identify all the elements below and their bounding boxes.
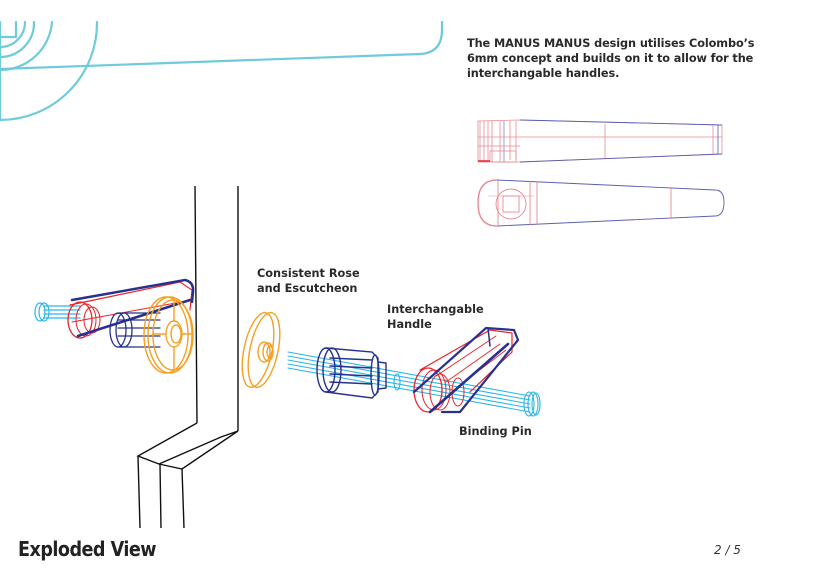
assembled-binding-pin [34,302,81,322]
inner-arc-2 [0,20,27,49]
outer-arc [0,20,99,122]
handle-top-view [477,179,725,227]
handle-side-view [477,119,723,163]
frame-line [0,20,444,71]
page-title: Exploded View [18,537,157,561]
corner-square [0,20,18,39]
page-indicator: 2 / 5 [714,543,741,557]
exploded-spindle-body [316,347,387,399]
exploded-rose [241,312,281,388]
inner-arc [0,20,36,59]
exploded-handle-lever [412,326,520,414]
intro-paragraph: The MANUS MANUS design utilises Colombo’… [467,37,755,80]
label-binding-pin: Binding Pin [459,425,532,438]
assembled-rose [143,296,194,374]
exploded-binding-pin [287,351,541,417]
label-interchangable-handle: Interchangable Handle [387,303,484,331]
label-consistent-rose: Consistent Rose and Escutcheon [257,267,360,295]
assembled-handle-lever [67,278,195,339]
